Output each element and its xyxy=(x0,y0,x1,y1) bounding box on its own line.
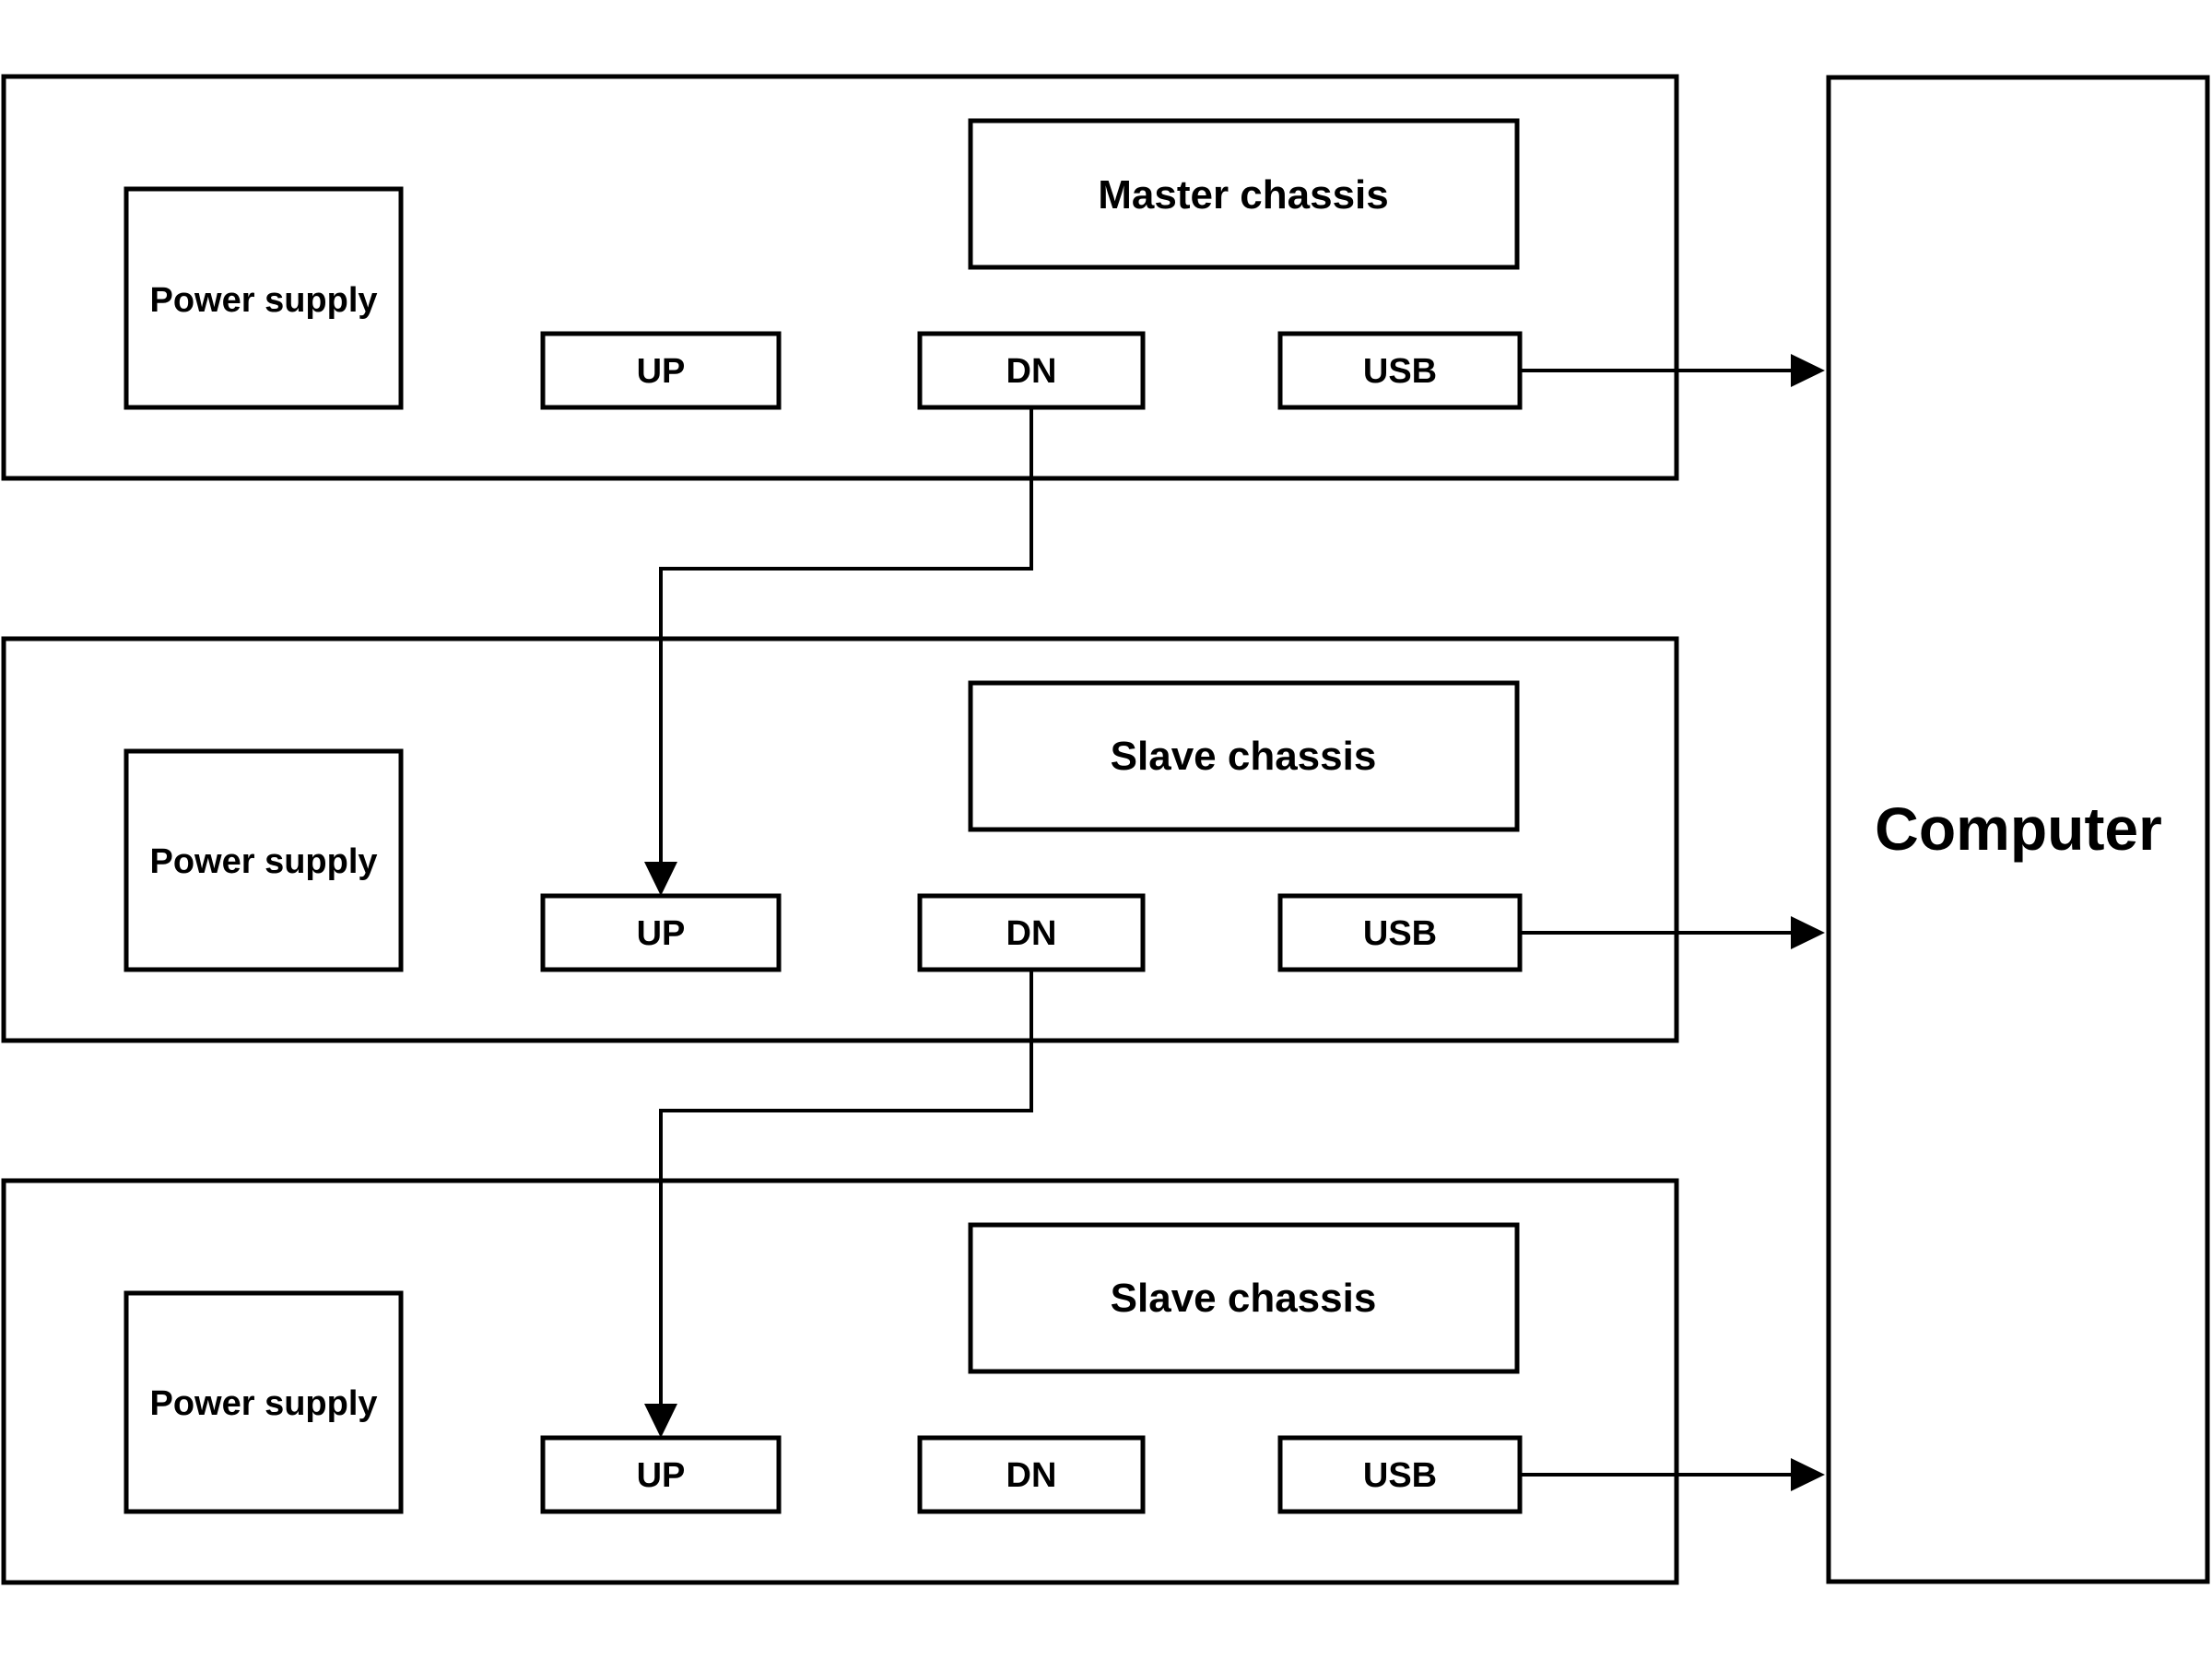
power-supply-box xyxy=(124,748,404,972)
computer: Computer xyxy=(1826,75,2210,1584)
computer-label: Computer xyxy=(1875,794,2162,863)
daisy-chain-connector-2 xyxy=(644,970,1033,1438)
computer-box xyxy=(1826,75,2210,1584)
dn-to-up-wire xyxy=(659,970,1033,1405)
arrowhead-down xyxy=(644,862,677,896)
chassis-slave-2: Power supply Slave chassis UP DN USB xyxy=(1,1178,1679,1585)
dn-to-up-wire xyxy=(659,407,1033,863)
arrowhead-down xyxy=(644,1404,677,1438)
usb-port-label: USB xyxy=(1363,352,1437,391)
up-port-label: UP xyxy=(637,1456,686,1495)
power-supply-label: Power supply xyxy=(149,1384,377,1423)
dn-port-label: DN xyxy=(1006,352,1057,391)
power-supply-box xyxy=(124,1290,404,1514)
up-port xyxy=(540,331,782,410)
dn-port-label: DN xyxy=(1006,1456,1057,1495)
usb-connector-2 xyxy=(1520,916,1825,949)
chassis-title-box xyxy=(968,1222,1520,1374)
chassis-title-label: Slave chassis xyxy=(1111,734,1377,779)
chassis-master: Power supply Master chassis UP DN USB xyxy=(1,74,1679,481)
arrowhead-right xyxy=(1791,354,1825,387)
chassis-frame xyxy=(1,74,1679,481)
chassis-slave-1: Power supply Slave chassis UP DN USB xyxy=(1,636,1679,1043)
usb-port-label: USB xyxy=(1363,914,1437,953)
up-port-label: UP xyxy=(637,914,686,953)
chassis-frame xyxy=(1,636,1679,1043)
chassis-title-box xyxy=(968,680,1520,832)
dn-port xyxy=(917,1435,1146,1514)
up-port-label: UP xyxy=(637,352,686,391)
usb-connector-3 xyxy=(1520,1458,1825,1491)
dn-port-label: DN xyxy=(1006,914,1057,953)
chassis-title-label: Slave chassis xyxy=(1111,1276,1377,1321)
usb-connector-1 xyxy=(1520,354,1825,387)
power-supply-label: Power supply xyxy=(149,842,377,881)
chassis-title-label: Master chassis xyxy=(1098,172,1389,218)
power-supply-label: Power supply xyxy=(149,281,377,320)
power-supply-box xyxy=(124,186,404,410)
chassis-frame xyxy=(1,1178,1679,1585)
arrowhead-right xyxy=(1791,916,1825,949)
arrowhead-right xyxy=(1791,1458,1825,1491)
chassis-title-box xyxy=(968,118,1520,270)
usb-port-label: USB xyxy=(1363,1456,1437,1495)
daisy-chain-connector-1 xyxy=(644,407,1033,896)
